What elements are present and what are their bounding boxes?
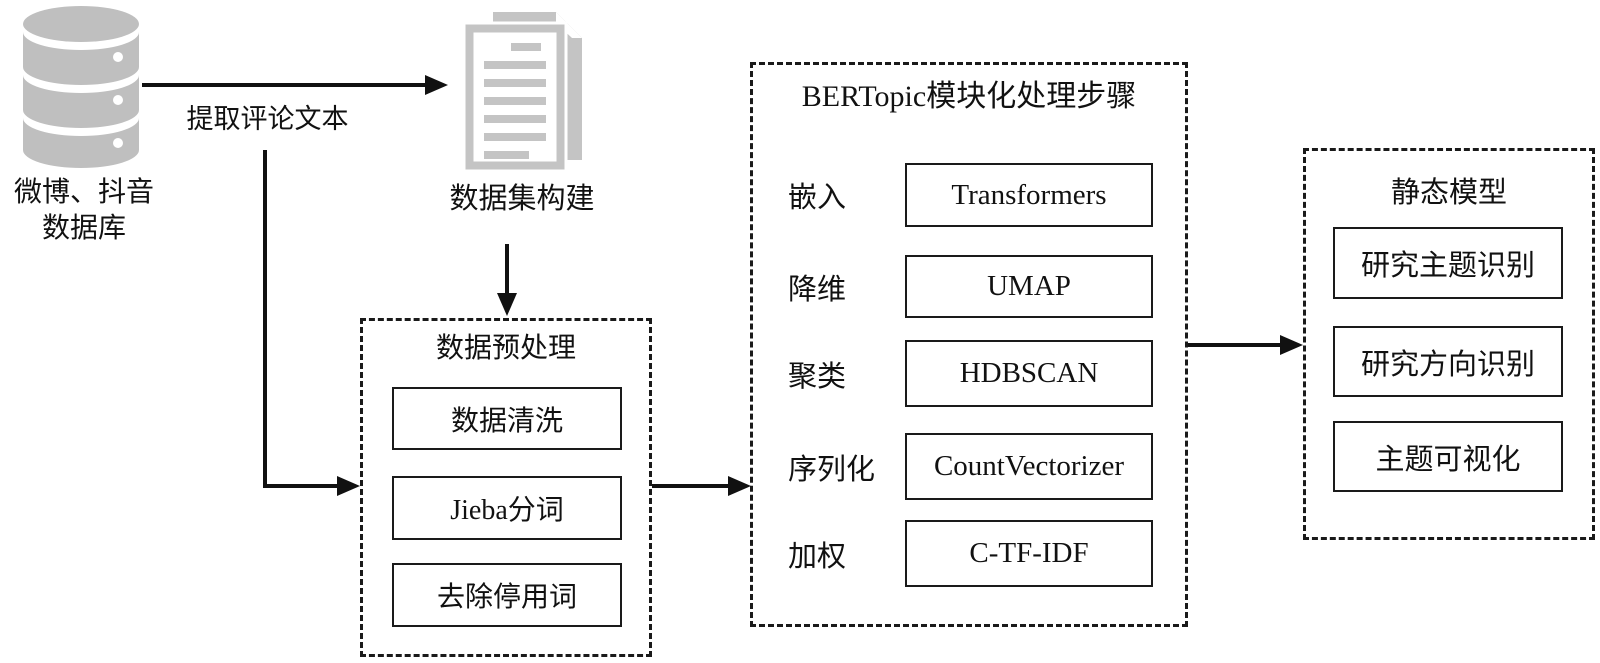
preprocess-to-bertopic-head	[728, 476, 751, 496]
bertopic-row-label-cluster: 聚类	[788, 360, 847, 393]
preprocess-to-bertopic-line	[652, 484, 730, 488]
static-model-box	[1303, 148, 1595, 540]
static-model-title: 静态模型	[1390, 177, 1507, 209]
bertopic-row-label-embed: 嵌入	[788, 182, 847, 214]
bertopic-row-value-countvectorizer: CountVectorizer	[905, 433, 1153, 500]
bertopic-row-value-hdbscan: HDBSCAN	[905, 340, 1153, 407]
database-label-line1: 微博、抖音	[13, 177, 154, 208]
preprocess-box	[360, 318, 652, 657]
bertopic-box	[750, 62, 1188, 627]
preprocess-title: 数据预处理	[435, 333, 576, 364]
elbow-connector-head	[337, 476, 360, 496]
dataset-down-arrow-head	[497, 293, 517, 316]
static-item-visualization: 主题可视化	[1333, 421, 1563, 492]
extract-arrow-label: 提取评论文本	[186, 103, 349, 134]
extract-arrow-head	[425, 75, 448, 95]
bertopic-to-static-line	[1188, 343, 1282, 347]
extract-arrow-line	[142, 83, 427, 87]
static-item-topic-recognition: 研究主题识别	[1333, 227, 1563, 299]
elbow-connector-vline	[263, 150, 267, 486]
bertopic-title: BERTopic模块化处理步骤	[801, 80, 1137, 113]
dataset-label: 数据集构建	[449, 183, 595, 215]
database-label-line2: 数据库	[41, 213, 126, 244]
bertopic-row-label-weight: 加权	[788, 540, 847, 573]
documents-icon	[463, 12, 582, 172]
dataset-down-arrow-line	[505, 244, 509, 295]
elbow-connector-hline	[263, 484, 339, 488]
bertopic-row-label-serialize: 序列化	[788, 453, 876, 486]
bertopic-row-value-ctfidf: C-TF-IDF	[905, 520, 1153, 587]
static-item-direction-recognition: 研究方向识别	[1333, 326, 1563, 397]
bertopic-row-value-transformers: Transformers	[905, 163, 1153, 227]
preprocess-item-stopwords: 去除停用词	[392, 563, 622, 627]
preprocess-item-data-clean: 数据清洗	[392, 387, 622, 450]
bertopic-to-static-head	[1280, 335, 1303, 355]
database-icon	[23, 6, 139, 168]
bertopic-row-value-umap: UMAP	[905, 255, 1153, 318]
preprocess-item-jieba: Jieba分词	[392, 476, 622, 540]
bertopic-row-label-reduce: 降维	[788, 273, 847, 306]
